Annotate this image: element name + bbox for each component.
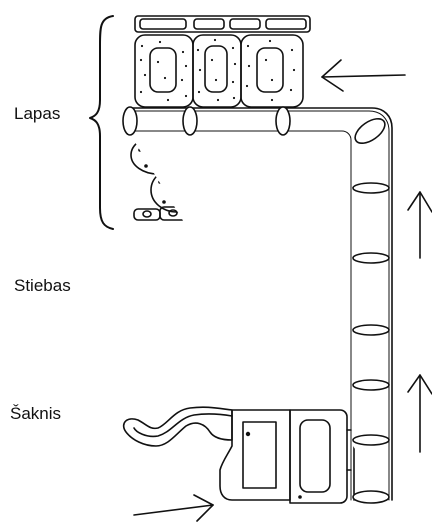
arrow-right-root xyxy=(134,495,213,521)
label-leaf: Lapas xyxy=(14,104,60,124)
label-stem: Stiebas xyxy=(14,276,71,296)
arrow-left-leaf xyxy=(322,60,405,91)
leaf-brace xyxy=(90,16,113,229)
palisade-cells xyxy=(135,35,303,107)
arrow-up-stem xyxy=(408,192,432,258)
upper-epidermis xyxy=(135,16,310,32)
label-root: Šaknis xyxy=(10,404,61,424)
arrow-up-root xyxy=(408,375,432,452)
root-hair-cell xyxy=(124,407,290,500)
